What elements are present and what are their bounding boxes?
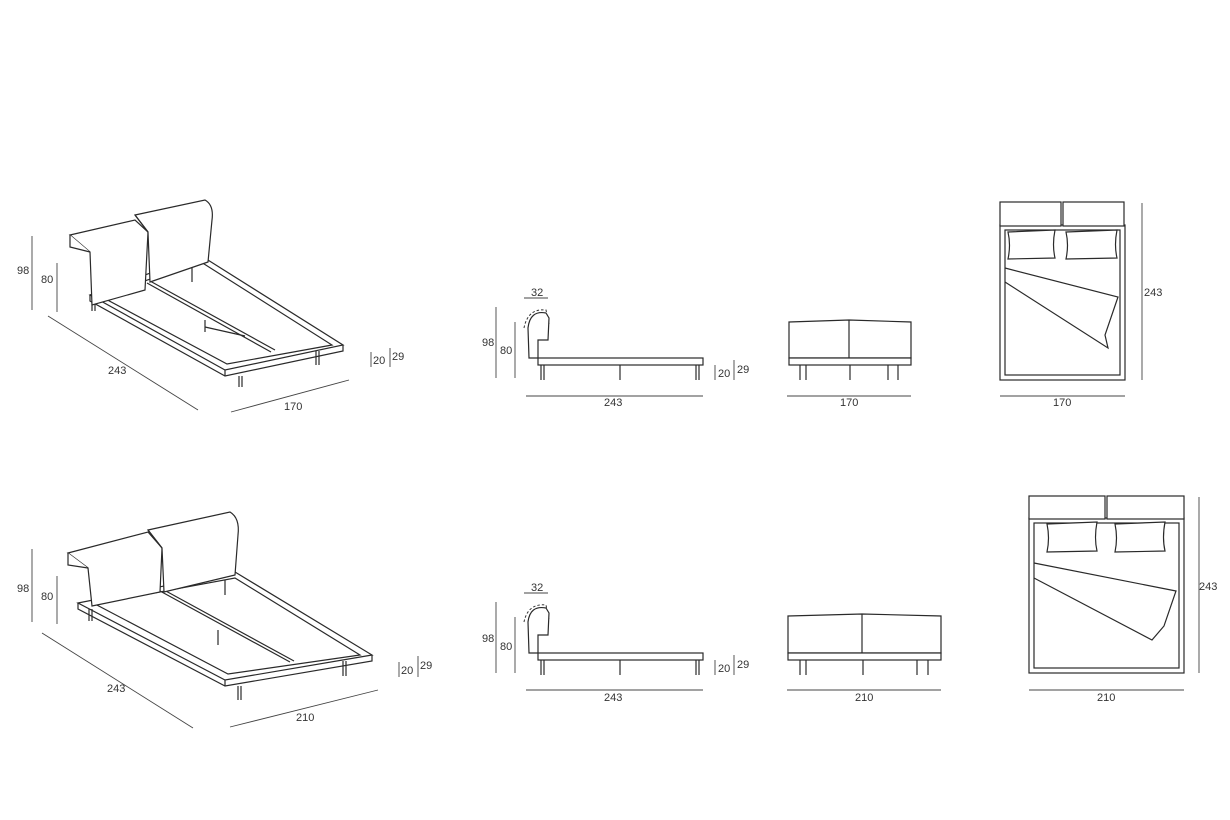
side-view-210: 32 98 80 243 20 29	[482, 582, 749, 704]
dim-top-height: 29	[392, 351, 404, 363]
dim-total-height: 98	[17, 583, 29, 595]
dim-length: 243	[604, 692, 622, 704]
dim-width: 210	[855, 692, 873, 704]
dim-total-height: 98	[482, 337, 494, 349]
dim-frame-height: 20	[718, 663, 730, 675]
isometric-view-170: 98 80 243 170 20 29	[17, 199, 404, 413]
dim-width: 210	[296, 712, 314, 724]
dim-length: 243	[108, 365, 126, 377]
dim-length: 243	[1144, 287, 1162, 299]
plan-view-170: 243 170	[999, 201, 1162, 409]
dim-frame-height: 20	[373, 355, 385, 367]
dim-length: 243	[604, 397, 622, 409]
dim-total-height: 98	[17, 265, 29, 277]
dim-width: 170	[1053, 397, 1071, 409]
dim-headboard-height: 80	[41, 274, 53, 286]
dim-top-height: 29	[737, 659, 749, 671]
dim-headboard-height: 80	[41, 591, 53, 603]
dim-headboard-height: 80	[500, 641, 512, 653]
dim-width: 170	[284, 401, 302, 413]
dim-recline-angle: 32	[531, 287, 543, 299]
front-view-170: 170	[787, 319, 912, 409]
dim-length: 243	[107, 683, 125, 695]
front-view-210: 210	[787, 613, 942, 704]
side-view-170: 32 98 80 243 20 29	[482, 287, 749, 409]
dim-length: 243	[1199, 581, 1217, 593]
dim-headboard-height: 80	[500, 345, 512, 357]
dim-top-height: 29	[420, 660, 432, 672]
dim-width: 210	[1097, 692, 1115, 704]
dim-recline-angle: 32	[531, 582, 543, 594]
isometric-view-210: 98 80 243 210 20 29	[17, 511, 432, 729]
dim-frame-height: 20	[718, 368, 730, 380]
dim-total-height: 98	[482, 633, 494, 645]
dim-frame-height: 20	[401, 665, 413, 677]
dim-width: 170	[840, 397, 858, 409]
plan-view-210: 243 210	[1028, 495, 1217, 704]
dim-top-height: 29	[737, 364, 749, 376]
